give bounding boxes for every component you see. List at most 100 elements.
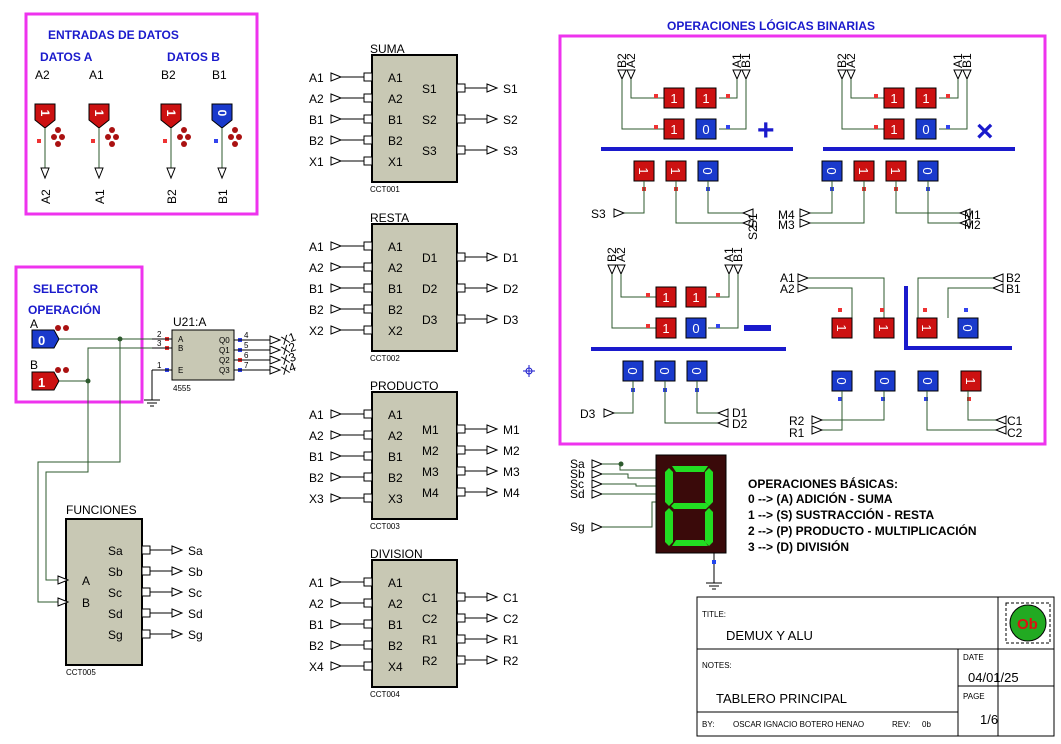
- block-2-in-3: B2: [388, 471, 403, 485]
- div-a2: 1: [831, 317, 853, 339]
- sub-r1: 0: [654, 360, 676, 382]
- group-a-label: DATOS A: [40, 50, 93, 64]
- demux-pin-E: E: [178, 366, 183, 375]
- block-0-in-ext-0: A1: [309, 71, 324, 85]
- div-q3: 1: [960, 370, 982, 392]
- logo-icon: Ob: [1005, 602, 1051, 644]
- div-q2-value: 0: [920, 377, 935, 384]
- block-3-in-4: X4: [388, 660, 403, 674]
- demux-pin-num-1: 3: [157, 339, 162, 348]
- block-3-out-0: C1: [503, 591, 519, 605]
- legend-line-1: 1 --> (S) SUSTRACCIÓN - RESTA: [748, 507, 934, 522]
- block-1-out-inner-0: D1: [422, 251, 438, 265]
- sub-a1-value: 1: [692, 290, 699, 305]
- segment-e: [665, 508, 673, 546]
- seg-in-0: Sa: [570, 457, 585, 471]
- block-1-in-ext-3: B2: [309, 303, 324, 317]
- block-1-in-2: B1: [388, 282, 403, 296]
- input-switch-3[interactable]: 0: [211, 103, 242, 147]
- block-title-1: RESTA: [370, 211, 409, 225]
- segment-d: [672, 540, 708, 546]
- sub-r2: 0: [686, 360, 708, 382]
- add-sign-icon: +: [757, 114, 775, 147]
- block-3-out-inner-3: R2: [422, 654, 438, 668]
- mul-r2: 1: [885, 160, 907, 182]
- block-0-in-0: A1: [388, 71, 403, 85]
- block-3-in-0: A1: [388, 576, 403, 590]
- block-2-out-3: M4: [503, 486, 520, 500]
- input-switch-2[interactable]: 1: [160, 103, 191, 147]
- block-0-out-inner-0: S1: [422, 82, 437, 96]
- page-value: 1/6: [980, 712, 998, 727]
- sub-right-out-0: D1: [732, 406, 748, 420]
- add-a2-value: 1: [670, 91, 677, 106]
- sub-b1-value: 0: [692, 321, 699, 336]
- div-left-in-1: A2: [780, 282, 795, 296]
- div-a1-value: 1: [876, 324, 891, 331]
- demux-pin-Q2: Q2: [219, 356, 230, 365]
- block-2-out-2: M3: [503, 465, 520, 479]
- add-right-out-1: S2: [746, 225, 760, 240]
- input-switch-value-1: 1: [92, 110, 106, 117]
- input-switch-value-2: 1: [164, 110, 178, 117]
- title-label: TITLE:: [702, 610, 726, 619]
- segment-c: [705, 508, 713, 546]
- input-switch-value-0: 1: [38, 110, 52, 117]
- mul-top-label-1: A2: [844, 53, 858, 68]
- demux-pin-num-2: 1: [157, 361, 162, 370]
- block-0-in-2: B1: [388, 113, 403, 127]
- block-2-out-inner-1: M2: [422, 444, 439, 458]
- add-a2: 1: [663, 87, 685, 109]
- block-3-in-ext-0: A1: [309, 576, 324, 590]
- block-3-out-inner-2: R1: [422, 633, 438, 647]
- selector-a-label: A: [30, 317, 38, 331]
- block-part-1: CCT002: [370, 354, 400, 363]
- block-2-out-inner-0: M1: [422, 423, 439, 437]
- input-switch-0[interactable]: 1: [34, 103, 65, 147]
- div-a1: 1: [873, 317, 895, 339]
- mul-left-out-0: M4: [778, 208, 795, 222]
- block-1-in-4: X2: [388, 324, 403, 338]
- title-value: DEMUX Y ALU: [726, 628, 813, 643]
- input-switch-1[interactable]: 1: [88, 103, 119, 147]
- demux-pin-B: B: [178, 344, 183, 353]
- div-b2: 1: [916, 317, 938, 339]
- block-title-0: SUMA: [370, 42, 405, 56]
- sub-a1: 1: [685, 286, 707, 308]
- block-title-2: PRODUCTO: [370, 379, 438, 393]
- selector-title-2: OPERACIÓN: [28, 302, 101, 317]
- segment-g: [671, 503, 709, 509]
- block-3-out-inner-1: C2: [422, 612, 438, 626]
- div-b1: 0: [957, 317, 979, 339]
- mul-top-label-2: A1: [951, 53, 965, 68]
- mul-b2: 1: [883, 118, 905, 140]
- selector-b-switch[interactable]: 1: [31, 367, 69, 391]
- mul-a1: 1: [915, 87, 937, 109]
- seg-in-3: Sd: [570, 487, 585, 501]
- input-top-label-1: A1: [89, 68, 104, 82]
- input-bottom-label-0: A2: [39, 189, 53, 204]
- mul-r3-value: 0: [920, 167, 935, 174]
- div-q3-value: 1: [963, 377, 978, 384]
- demux-pin-num-r1: 5: [244, 341, 249, 350]
- selector-a-switch[interactable]: 0: [31, 325, 69, 349]
- sub-a2-value: 1: [662, 290, 669, 305]
- block-0-in-4: X1: [388, 155, 403, 169]
- mul-b1-value: 0: [922, 122, 929, 137]
- block-title-3: DIVISION: [370, 547, 423, 561]
- div-bracket-icon: [904, 286, 1012, 350]
- block-2-in-2: B1: [388, 450, 403, 464]
- add-r0-value: 1: [636, 167, 651, 174]
- seg-in-4: Sg: [570, 520, 585, 534]
- segment-b: [705, 468, 713, 506]
- sub-r1-value: 0: [657, 367, 672, 374]
- block-3-out-1: C2: [503, 612, 519, 626]
- block-2-in-ext-0: A1: [309, 408, 324, 422]
- seg-in-2: Sc: [570, 477, 584, 491]
- add-b1-value: 0: [702, 122, 709, 137]
